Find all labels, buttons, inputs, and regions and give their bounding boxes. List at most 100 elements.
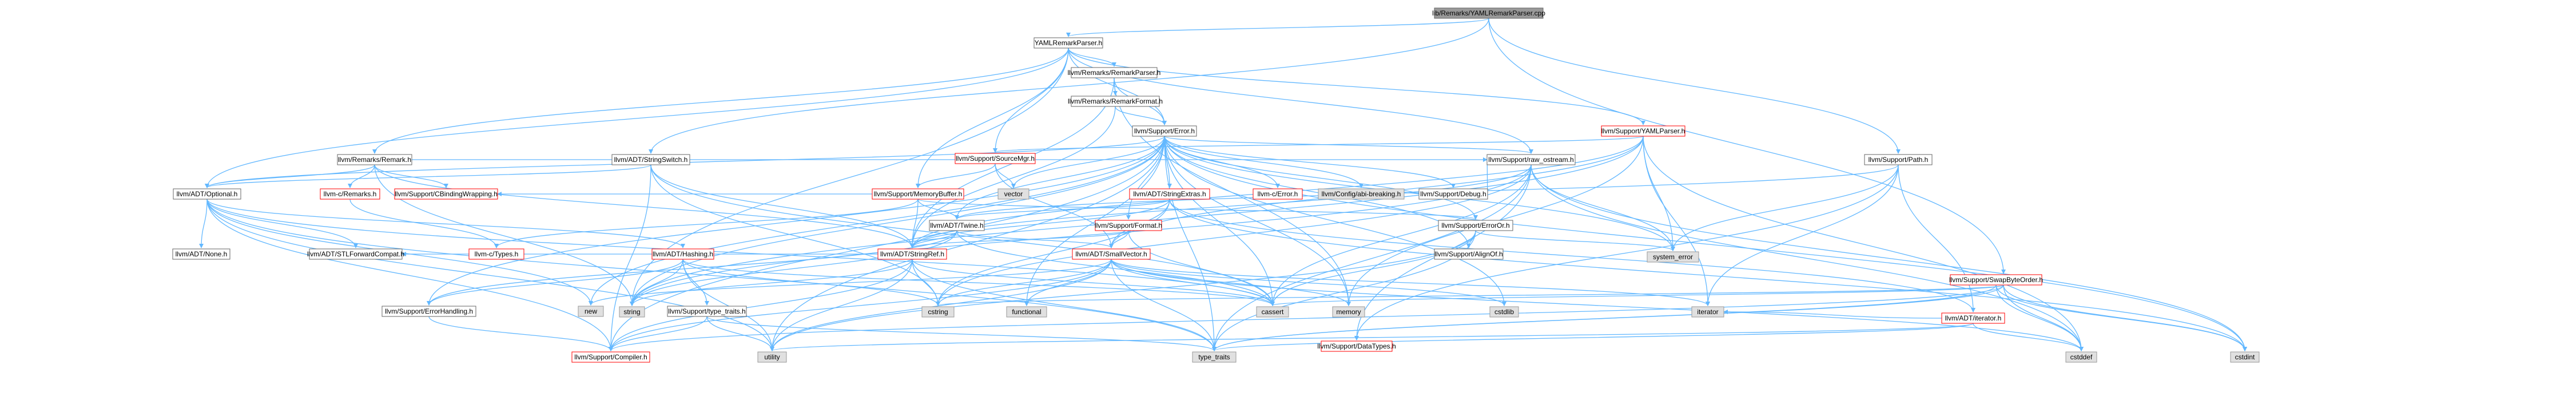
node-box	[921, 306, 955, 318]
graph-node-memory: memory	[1332, 306, 1365, 318]
node-box	[1318, 188, 1405, 200]
graph-edge-twine-to-cassert	[956, 230, 1275, 306]
graph-node-hashing[interactable]: llvm/ADT/Hashing.h	[651, 248, 714, 260]
graph-node-c_error[interactable]: llvm-c/Error.h	[1253, 188, 1303, 200]
graph-node-erroror[interactable]: llvm/Support/ErrorOr.h	[1438, 220, 1513, 231]
graph-node-stringswitch[interactable]: llvm/ADT/StringSwitch.h	[611, 154, 690, 165]
graph-node-error[interactable]: llvm/Support/Error.h	[1132, 125, 1197, 137]
graph-edge-memorybuffer-to-stringref	[910, 199, 919, 248]
node-box	[1434, 7, 1544, 19]
graph-node-twine[interactable]: llvm/ADT/Twine.h	[929, 220, 985, 231]
graph-edge-typetraits-to-type_traits	[706, 316, 1217, 351]
node-label: utility	[764, 353, 780, 361]
graph-edge-error-to-erroror	[1164, 136, 1478, 220]
node-label: llvm/Support/MemoryBuffer.h	[874, 190, 963, 198]
node-label: lib/Remarks/YAMLRemarkParser.cpp	[1432, 9, 1545, 17]
graph-node-root[interactable]: lib/Remarks/YAMLRemarkParser.cpp	[1432, 7, 1545, 19]
graph-edge-error-to-vector	[1011, 136, 1165, 188]
graph-edge-endian-to-cstddef	[2003, 284, 2084, 351]
graph-edge-stringref-to-cassert	[912, 259, 1275, 306]
graph-node-remarkparser[interactable]: llvm/Remarks/RemarkParser.h	[1068, 67, 1161, 78]
graph-edge-typetraits-to-compiler	[609, 316, 707, 351]
graph-edge-smallvector-to-compiler	[609, 259, 1112, 351]
graph-node-none[interactable]: llvm/ADT/None.h	[172, 248, 230, 260]
graph-node-functional: functional	[1006, 306, 1047, 318]
node-box	[1033, 37, 1103, 49]
graph-node-swapbyteorder[interactable]: llvm/Support/SwapByteOrder.h	[1949, 274, 2043, 286]
graph-edge-swapbyteorder-to-type_traits	[1212, 284, 1997, 351]
graph-node-yamlparser[interactable]: llvm/Support/YAMLParser.h	[1601, 125, 1685, 137]
graph-node-cstdint: cstdint	[2230, 351, 2260, 363]
graph-node-raw_ostream[interactable]: llvm/Support/raw_ostream.h	[1486, 154, 1576, 165]
node-label: llvm/Support/SwapByteOrder.h	[1949, 276, 2043, 284]
edge-layer	[199, 18, 2247, 351]
node-box	[1647, 251, 1699, 263]
node-label: llvm/Support/DataTypes.h	[1317, 342, 1396, 350]
node-label: YAMLRemarkParser.h	[1035, 39, 1102, 47]
graph-node-cassert: cassert	[1256, 306, 1289, 318]
graph-node-remarkformat[interactable]: llvm/Remarks/RemarkFormat.h	[1068, 96, 1163, 107]
graph-node-compiler[interactable]: llvm/Support/Compiler.h	[571, 351, 650, 363]
graph-node-iterator[interactable]: llvm/ADT/iterator.h	[1941, 312, 2005, 324]
graph-node-optional[interactable]: llvm/ADT/Optional.h	[173, 188, 241, 200]
node-label: llvm/Remarks/RemarkFormat.h	[1068, 97, 1163, 105]
node-label: llvm/Support/YAMLParser.h	[1601, 127, 1685, 135]
node-label: memory	[1336, 308, 1361, 316]
graph-edge-path-to-system_error	[1671, 164, 1899, 251]
graph-node-stlforward[interactable]: llvm/ADT/STLForwardCompat.h	[307, 248, 404, 260]
node-label: llvm/Config/abi-breaking.h	[1322, 190, 1401, 198]
graph-node-memorybuffer[interactable]: llvm/Support/MemoryBuffer.h	[872, 188, 964, 200]
graph-node-stringref[interactable]: llvm/ADT/StringRef.h	[877, 248, 947, 260]
node-box	[337, 154, 412, 165]
graph-edge-error-to-debug	[1164, 136, 1456, 188]
graph-edge-yrp_h-to-optional	[205, 47, 1069, 188]
node-box	[468, 248, 524, 260]
graph-node-c_types[interactable]: llvm-c/Types.h	[468, 248, 524, 260]
graph-edge-sourcemgr-to-memorybuffer	[916, 163, 996, 188]
graph-node-sourcemgr[interactable]: llvm/Support/SourceMgr.h	[955, 153, 1036, 164]
graph-edge-smallvector-to-cstring	[936, 259, 1112, 306]
graph-edge-optional-to-stlforward	[206, 199, 358, 248]
graph-edge-optional-to-type_traits	[206, 199, 1217, 351]
node-box	[1192, 351, 1237, 363]
graph-node-abibreaking: llvm/Config/abi-breaking.h	[1318, 188, 1405, 200]
graph-edge-memorybuffer-to-erroror	[917, 199, 1478, 220]
graph-node-typetraits[interactable]: llvm/Support/type_traits.h	[667, 306, 747, 317]
graph-node-smallvector[interactable]: llvm/ADT/SmallVector.h	[1072, 248, 1151, 260]
node-box	[1941, 312, 2005, 324]
graph-edge-erroror-to-system_error	[1475, 230, 1675, 251]
graph-edge-error-to-twine	[955, 136, 1165, 220]
graph-node-datatypes[interactable]: llvm/Support/DataTypes.h	[1317, 340, 1396, 352]
graph-edge-yamlparser-to-cstddef	[1643, 136, 2084, 351]
node-label: llvm-c/Remarks.h	[324, 190, 377, 198]
graph-edge-yrp_h-to-yamlparser	[1068, 47, 1645, 125]
graph-edge-twine-to-errorhandling	[427, 230, 957, 306]
graph-edge-hashing-to-cstring	[682, 259, 940, 306]
graph-node-errorhandling[interactable]: llvm/Support/ErrorHandling.h	[381, 306, 476, 317]
graph-node-string: string	[619, 306, 645, 318]
node-label: llvm/ADT/Hashing.h	[653, 250, 713, 258]
graph-node-format[interactable]: llvm/Support/Format.h	[1095, 220, 1162, 231]
graph-edge-format-to-smallvector	[1109, 230, 1129, 248]
node-box	[394, 188, 498, 200]
graph-node-cbinding[interactable]: llvm/Support/CBindingWrapping.h	[394, 188, 498, 200]
graph-node-cstdlib: cstdlib	[1489, 306, 1519, 318]
node-label: llvm/Support/type_traits.h	[668, 307, 745, 315]
node-box	[578, 306, 604, 317]
graph-node-stringextras[interactable]: llvm/ADT/StringExtras.h	[1129, 188, 1210, 200]
graph-node-c_remarks[interactable]: llvm-c/Remarks.h	[320, 188, 380, 200]
node-box	[1129, 188, 1210, 200]
node-box	[1071, 96, 1160, 107]
graph-edge-optional-to-none	[199, 199, 208, 248]
node-box	[619, 306, 645, 318]
node-label: llvm/ADT/Twine.h	[930, 221, 983, 229]
graph-edge-yrp_h-to-sourcemgr	[993, 47, 1069, 153]
graph-edge-iterator-to-utility	[770, 323, 1974, 351]
graph-node-path[interactable]: llvm/Support/Path.h	[1864, 154, 1933, 165]
node-box	[611, 154, 690, 165]
graph-edge-root-to-endian	[1488, 18, 2006, 274]
graph-node-alignof[interactable]: llvm/Support/AlignOf.h	[1434, 248, 1504, 260]
graph-node-remark[interactable]: llvm/Remarks/Remark.h	[337, 154, 412, 165]
graph-node-yrp_h[interactable]: YAMLRemarkParser.h	[1033, 37, 1103, 49]
graph-node-debug[interactable]: llvm/Support/Debug.h	[1418, 188, 1488, 200]
